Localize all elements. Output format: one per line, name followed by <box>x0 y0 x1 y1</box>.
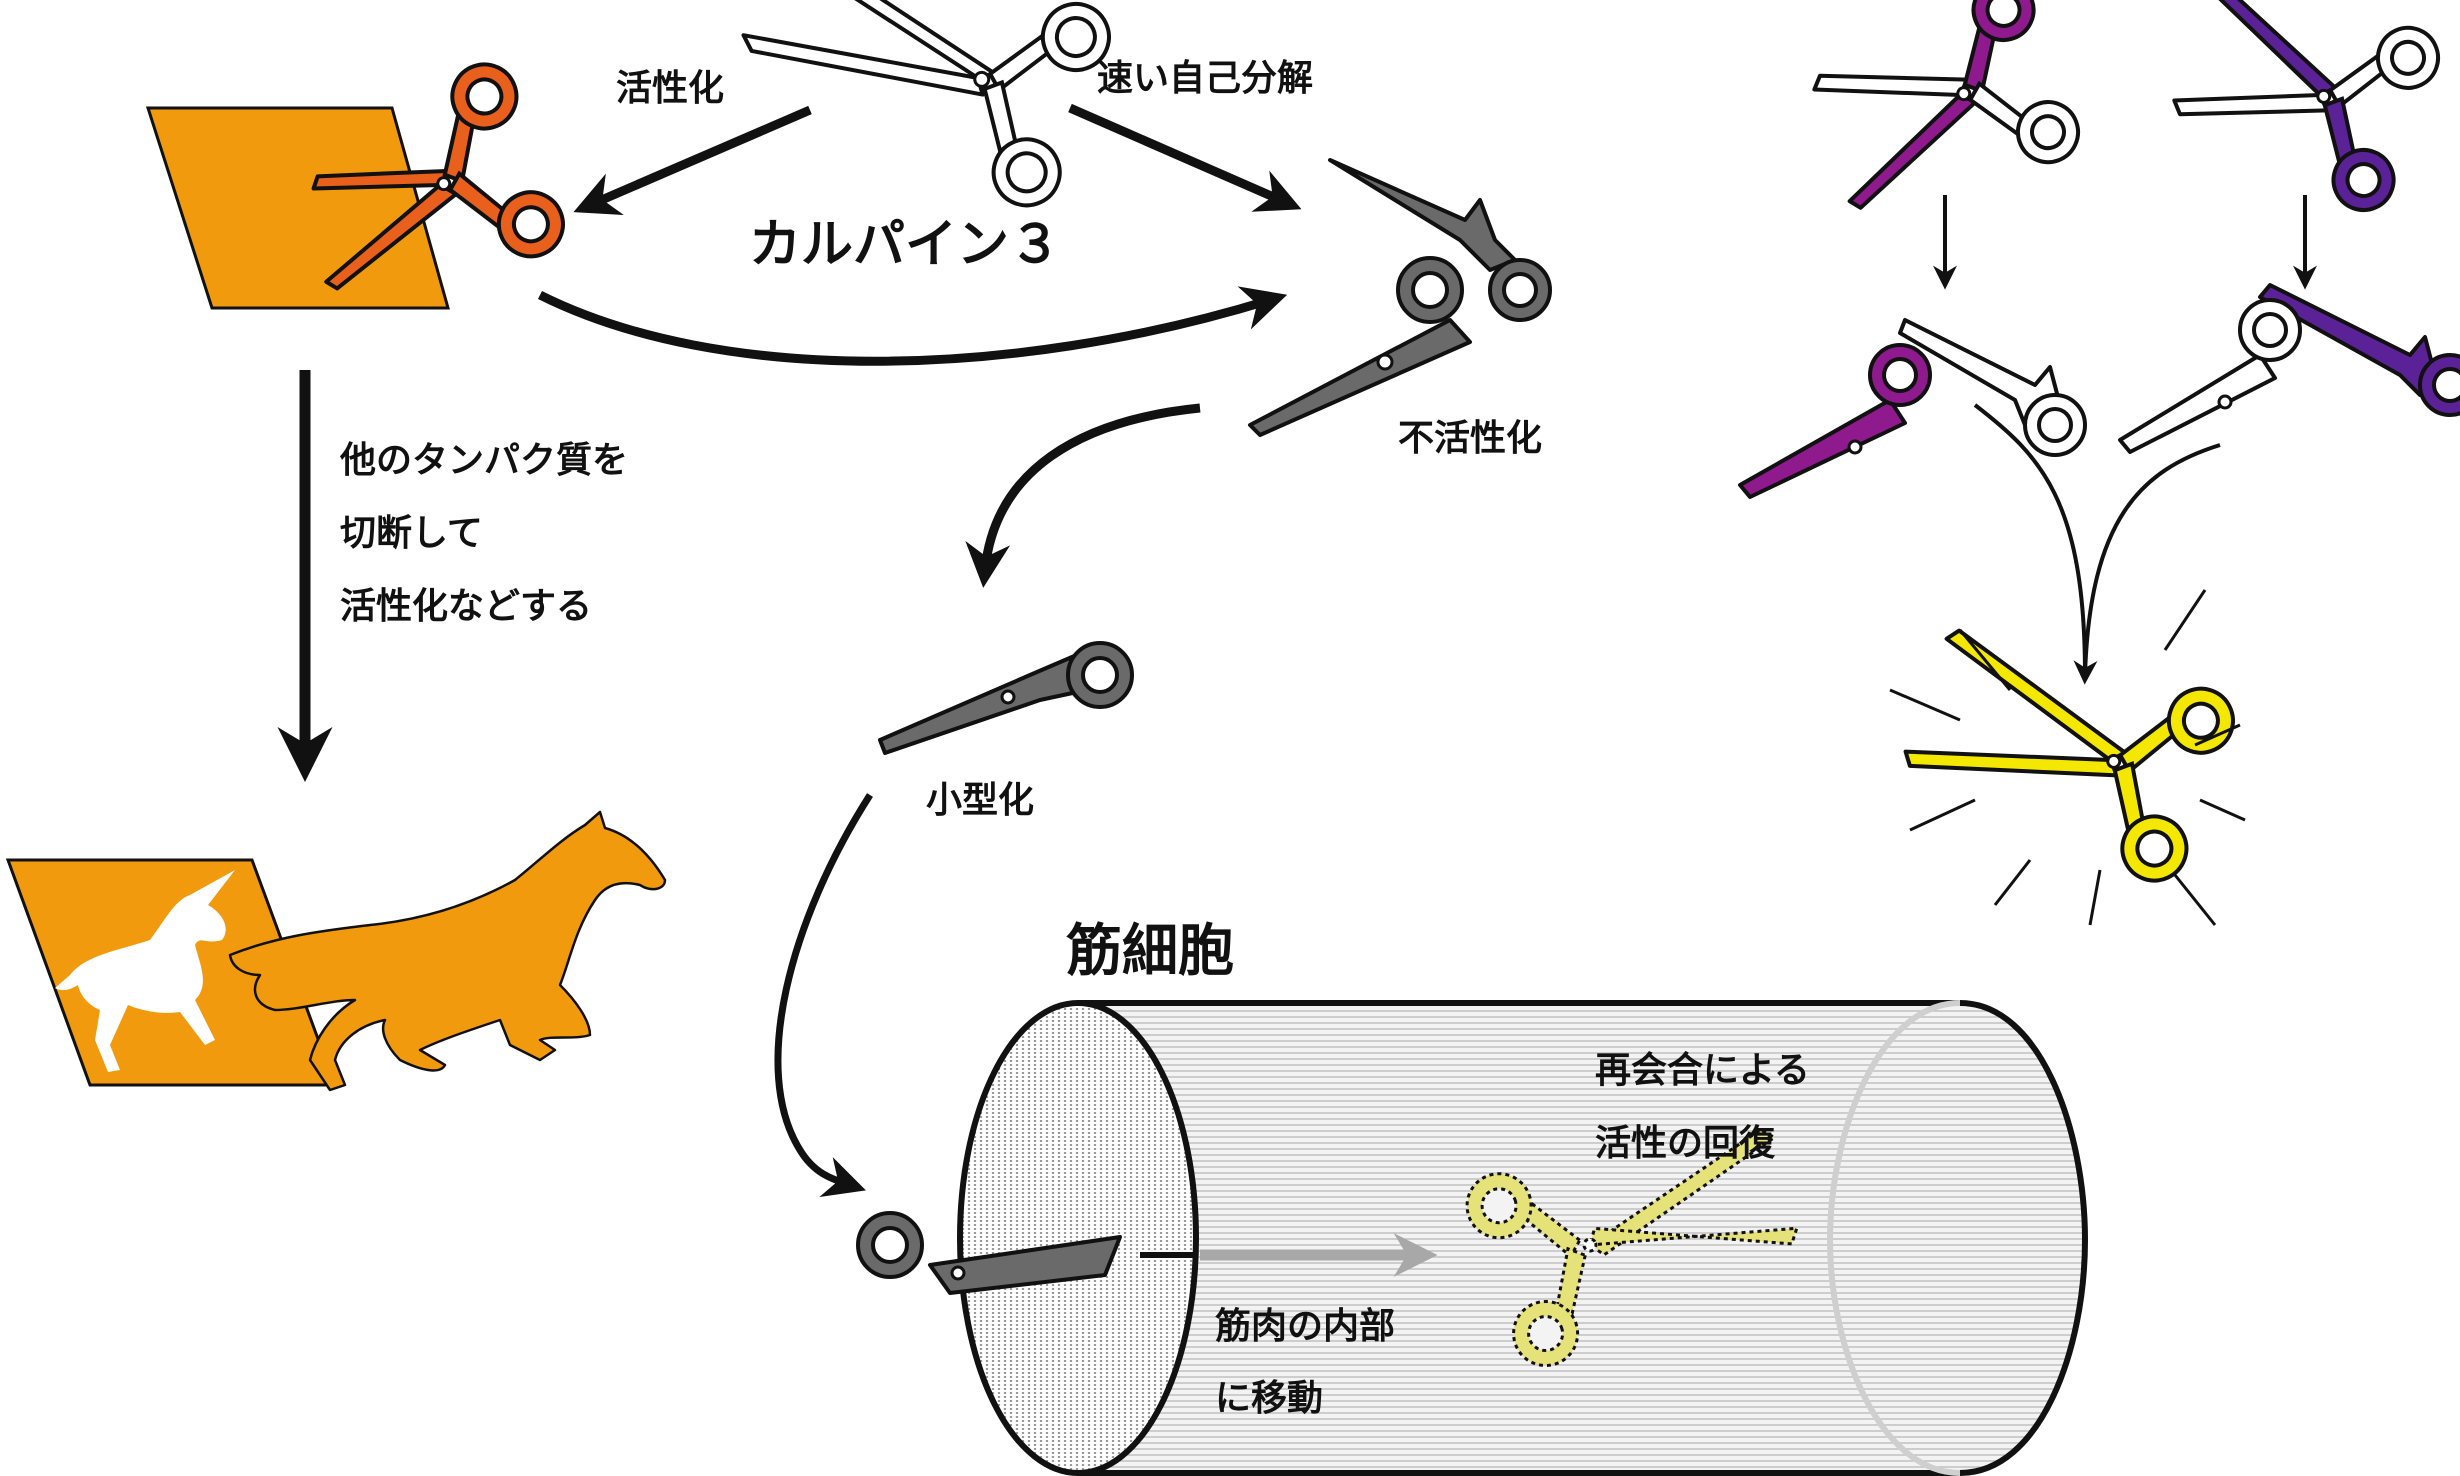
miniaturize-label: 小型化 <box>926 780 1034 821</box>
purple-fragment-right-icon <box>2258 283 2460 417</box>
purple-white-scissors-b-icon <box>2172 0 2441 213</box>
calpain3-scissors-icon <box>741 0 1111 208</box>
to-muscle-arrow <box>774 793 873 1197</box>
cleave-label-line1: 他のタンパク質を <box>339 440 628 481</box>
to-small-arrow <box>965 403 1201 588</box>
purple-fragment-left-icon <box>1738 343 1932 499</box>
converge-right <box>2073 443 2221 685</box>
reassembly-label-line1: 再会合による <box>1595 1050 1810 1091</box>
cleave-label-line3: 活性化などする <box>340 586 592 627</box>
substrate-parallelogram <box>145 106 450 310</box>
unicorn-icon <box>55 870 235 1072</box>
move-label-line1: 筋肉の内部 <box>1215 1306 1395 1347</box>
converge-left <box>1973 403 2087 676</box>
muscle-cell-label: 筋細胞 <box>1066 919 1234 984</box>
active-scissors-icon <box>311 62 565 291</box>
reassembly-label-line2: 活性の回復 <box>1595 1123 1776 1164</box>
active-to-inactive-arrow <box>537 286 1288 366</box>
inactive-handle-fragment-icon <box>1248 256 1472 437</box>
small-fragment-icon <box>878 641 1134 755</box>
entering-fragment-icon <box>856 1211 1122 1295</box>
activation-label: 活性化 <box>616 68 724 109</box>
horse-icon <box>228 810 667 1092</box>
activation-arrow <box>573 105 812 215</box>
muscle-cell-cylinder <box>957 1000 2088 1476</box>
autolysis-arrow <box>1068 103 1302 212</box>
cleave-label-line2: 切断して <box>340 513 483 554</box>
inactivation-label: 不活性化 <box>1398 418 1542 459</box>
restored-scissors-icon <box>1903 628 2235 883</box>
white-fragment-right-icon <box>2118 298 2302 454</box>
calpain3-label: カルパイン３ <box>749 215 1061 275</box>
white-fragment-left-icon <box>1898 318 2087 457</box>
burst-lines <box>1889 589 2246 926</box>
purple-white-scissors-a-icon <box>1812 0 2081 210</box>
inactive-blade-fragment-icon <box>1328 158 1552 322</box>
reassembling-scissors-icon <box>1465 1127 1799 1368</box>
move-label-line2: に移動 <box>1215 1378 1323 1419</box>
fast-autolysis-label: 速い自己分解 <box>1097 58 1313 99</box>
